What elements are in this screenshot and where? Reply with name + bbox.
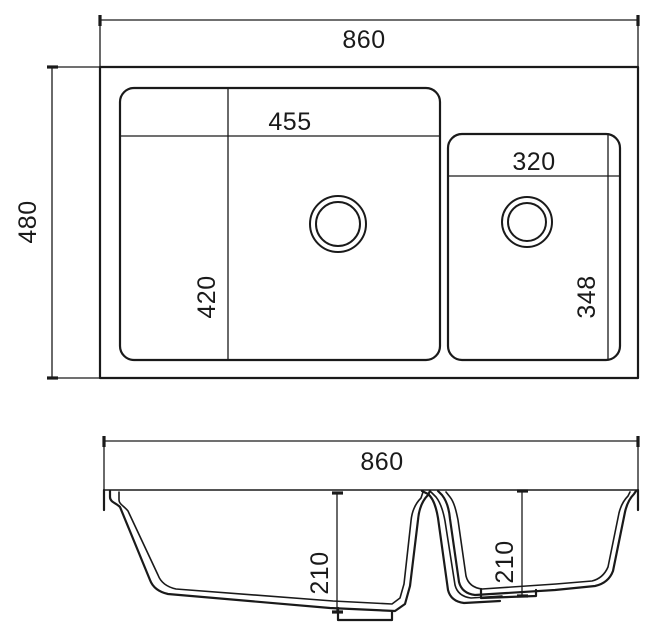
- center-divider-left-face: [420, 489, 502, 605]
- dimension-right-bowl-depth: 348: [573, 275, 601, 318]
- dimension-label-right-bowl-depth: 348: [573, 275, 601, 318]
- dimension-left-bowl-height: 210: [306, 491, 343, 614]
- dimension-overall-depth: 480: [14, 65, 101, 380]
- left-drain-hole: [309, 195, 367, 253]
- right-basin-profile-inner: [445, 491, 631, 590]
- dimension-label-left-bowl-height: 210: [306, 551, 334, 594]
- left-basin-profile-outer: [108, 489, 432, 613]
- dimension-label-left-bowl-depth: 420: [193, 275, 221, 318]
- dimension-section-overall-width: 860: [102, 436, 640, 506]
- dimension-right-bowl-width: 320: [447, 133, 621, 361]
- dimension-overall-width: 860: [98, 15, 640, 379]
- dimension-label-right-bowl-width: 320: [512, 148, 555, 176]
- plan-view: 860 480 455: [14, 15, 640, 380]
- left-basin-profile-inner: [118, 491, 424, 605]
- dimension-right-bowl-height: 210: [491, 489, 528, 598]
- dimension-left-bowl-width: 455: [119, 87, 441, 361]
- right-drain-recess: [479, 587, 538, 600]
- section-view: 860: [102, 436, 640, 622]
- dimension-label-section-overall-width: 860: [360, 448, 403, 476]
- dimension-label-right-bowl-height: 210: [491, 540, 519, 583]
- sink-outer-body: [98, 65, 640, 380]
- left-bowl: [118, 86, 442, 362]
- dimension-label-left-bowl-width: 455: [268, 108, 311, 136]
- right-drain-hole: [501, 196, 553, 248]
- center-divider-right-face: [430, 491, 503, 599]
- dimension-label-overall-width: 860: [342, 26, 385, 54]
- dimension-label-overall-depth: 480: [14, 200, 42, 243]
- left-drain-recess: [336, 606, 394, 622]
- dimension-left-bowl-depth: 420: [193, 275, 221, 318]
- right-basin-profile-outer: [436, 489, 638, 597]
- right-bowl: [446, 132, 622, 362]
